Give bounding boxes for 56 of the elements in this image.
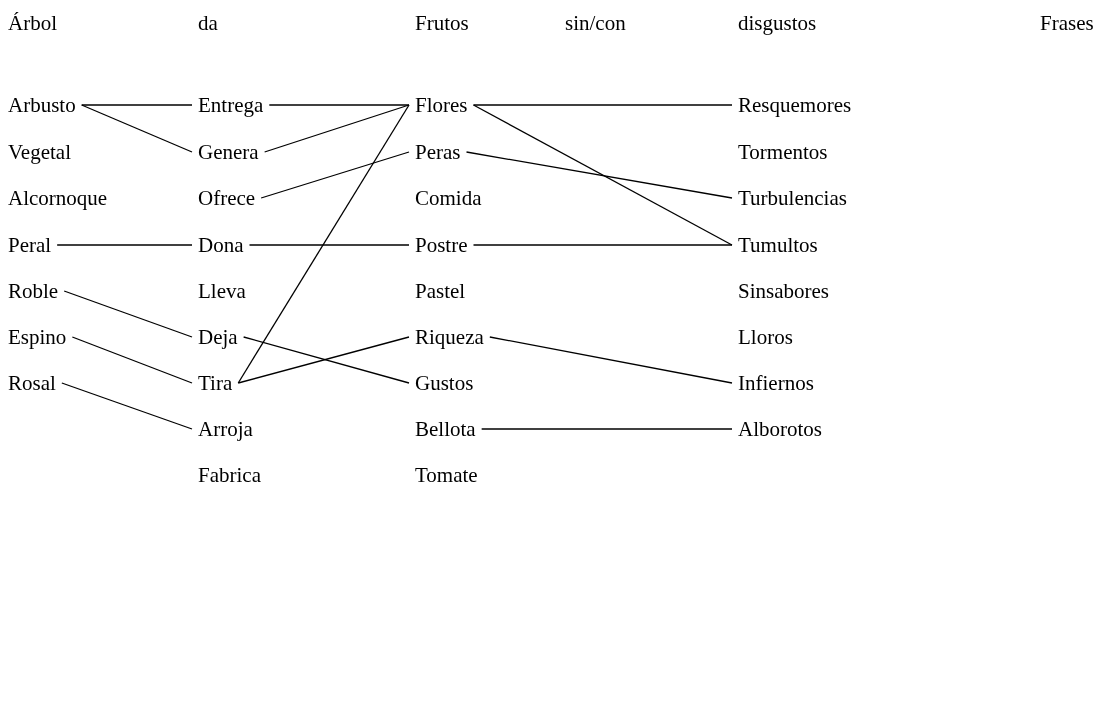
word: Deja [192,324,244,350]
word: Peral [2,232,58,258]
word: Entrega [192,92,270,118]
word: Vegetal [2,139,77,165]
connector-line [81,104,193,106]
heading-word: da [197,10,219,36]
connector-line [268,104,410,106]
connector-line [472,104,733,246]
word: Lleva [192,278,252,304]
word: Fabrica [192,462,267,488]
connector-line [260,151,410,199]
word: Resquemores [732,92,858,118]
heading-word: disgustos [737,10,818,36]
connector-line [71,336,193,384]
word: Pastel [409,278,472,304]
connector-line [465,151,733,199]
word: Flores [409,92,474,118]
connector-line [489,336,733,384]
connector-line [63,290,193,338]
heading-word: Frutos [414,10,470,36]
word: Turbulencias [732,185,853,211]
word: Arbusto [2,92,82,118]
word: Arroja [192,416,259,442]
word: Bellota [409,416,482,442]
connector-line [472,104,733,106]
word: Postre [409,232,474,258]
connector-line [237,104,410,384]
heading-word: Frases [1039,10,1095,36]
word: Tira [192,370,239,396]
connector-line [61,382,193,430]
word: Rosal [2,370,62,396]
word: Lloros [732,324,799,350]
word: Alborotos [732,416,828,442]
connector-line [81,104,193,153]
word: Espino [2,324,73,350]
word: Ofrece [192,185,262,211]
connector-line [481,428,733,430]
word: Comida [409,185,488,211]
heading-word: sin/con [564,10,627,36]
word: Alcornoque [2,185,114,211]
connector-line [264,104,410,153]
word: Dona [192,232,250,258]
word: Sinsabores [732,278,835,304]
word: Riqueza [409,324,490,350]
word: Peras [409,139,467,165]
word: Genera [192,139,265,165]
connector-line [472,244,733,246]
word: Roble [2,278,65,304]
word: Tormentos [732,139,834,165]
word: Infiernos [732,370,820,396]
heading-word: Árbol [7,10,58,36]
word: Tumultos [732,232,824,258]
word: Gustos [409,370,480,396]
connector-line [248,244,410,246]
connector-line [56,244,193,246]
word: Tomate [409,462,484,488]
